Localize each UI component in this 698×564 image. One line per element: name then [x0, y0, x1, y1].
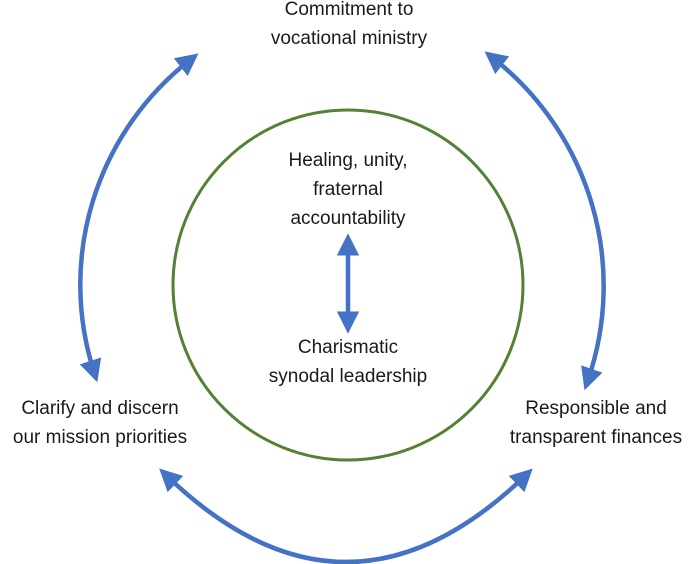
arrow-top-left	[78, 53, 199, 383]
label-line: fraternal	[313, 179, 383, 200]
label-line: Charismatic	[297, 337, 399, 358]
label-line: Commitment to	[284, 0, 414, 20]
label-mission-priorities: Clarify and discern our mission prioriti…	[0, 394, 200, 452]
arrow-bottom	[159, 468, 533, 564]
label-line: our mission priorities	[12, 427, 188, 448]
label-line: synodal leadership	[268, 366, 428, 387]
label-line: Responsible and	[525, 398, 667, 419]
label-line: Clarify and discern	[21, 398, 179, 419]
arrow-top-right	[484, 51, 606, 391]
label-line: transparent finances	[509, 427, 683, 448]
label-finances: Responsible and transparent finances	[494, 394, 698, 452]
label-line: accountability	[290, 208, 406, 229]
label-healing-unity: Healing, unity, fraternal accountability	[248, 146, 448, 233]
label-synodal-leadership: Charismatic synodal leadership	[238, 333, 458, 391]
label-line: vocational ministry	[270, 28, 428, 49]
label-commitment-vocational-ministry: Commitment to vocational ministry	[199, 0, 499, 53]
label-line: Healing, unity,	[288, 150, 408, 171]
